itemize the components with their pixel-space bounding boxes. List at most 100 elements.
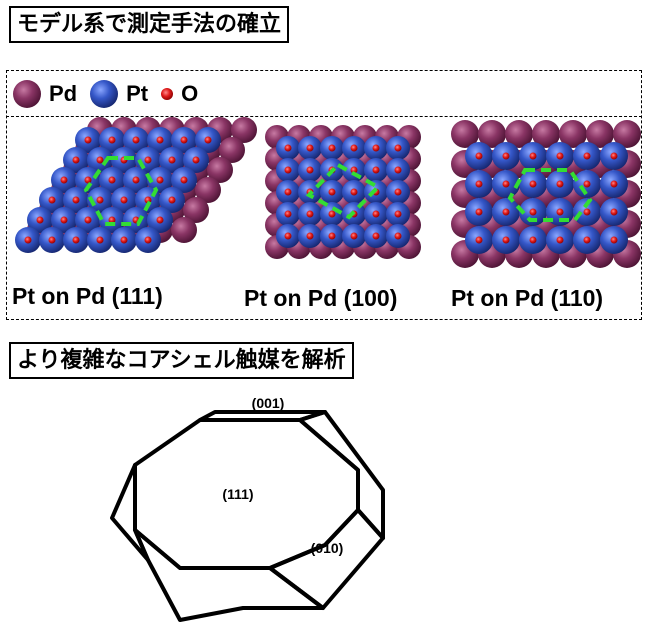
o-atom [583, 236, 591, 244]
o-atom [475, 208, 483, 216]
pd-atom [195, 177, 221, 203]
caption-pt-on-pd-100: Pt on Pd (100) [244, 285, 398, 311]
o-atom [192, 156, 200, 164]
o-atom [132, 136, 140, 144]
o-atom [132, 176, 140, 184]
o-atom [350, 166, 358, 174]
legend-label-pd: Pd [49, 81, 78, 106]
o-atom [204, 136, 212, 144]
o-atom [156, 136, 164, 144]
o-atom [583, 152, 591, 160]
o-atom [529, 208, 537, 216]
o-atom [610, 236, 618, 244]
o-atom [529, 152, 537, 160]
o-atom [144, 236, 152, 244]
o-atom [108, 136, 116, 144]
particle-outline [110, 410, 385, 622]
o-atom [394, 166, 402, 174]
legend-divider [6, 116, 642, 117]
o-atom-icon [161, 88, 174, 100]
o-atom [156, 176, 164, 184]
o-atom [556, 208, 564, 216]
o-atom [610, 180, 618, 188]
o-atom [394, 210, 402, 218]
o-atom [475, 180, 483, 188]
hexagon-highlight-110 [507, 168, 593, 222]
legend-label-o: O [181, 81, 199, 106]
o-atom [610, 208, 618, 216]
rhombus-highlight [305, 162, 382, 220]
pd-atom [207, 157, 233, 183]
o-atom [60, 216, 68, 224]
o-atom [306, 144, 314, 152]
surface-100-model [265, 125, 421, 259]
o-atom [372, 166, 380, 174]
o-atom [350, 144, 358, 152]
o-atom [24, 236, 32, 244]
o-atom [96, 236, 104, 244]
o-atom [394, 232, 402, 240]
pd-atom [532, 120, 560, 148]
pt-sphere-icon [90, 80, 119, 108]
o-atom [168, 156, 176, 164]
o-atom [96, 156, 104, 164]
o-atom [120, 196, 128, 204]
o-atom [284, 144, 292, 152]
o-atom [48, 196, 56, 204]
o-atom [372, 210, 380, 218]
o-atom [284, 166, 292, 174]
o-atom [96, 196, 104, 204]
o-atom [72, 236, 80, 244]
o-atom [372, 144, 380, 152]
facet-label-010: (010) [311, 540, 344, 556]
o-atom [60, 176, 68, 184]
atom-legend: Pd Pt O [12, 76, 210, 112]
o-atom [156, 216, 164, 224]
pd-atom [219, 137, 245, 163]
pd-sphere-icon [13, 80, 41, 108]
section-title-model: モデル系で測定手法の確立 [9, 6, 290, 43]
o-atom [168, 196, 176, 204]
o-atom [502, 208, 510, 216]
o-atom [72, 156, 80, 164]
o-atom [475, 236, 483, 244]
o-atom [84, 136, 92, 144]
facet-label-001: (001) [252, 395, 285, 411]
pd-atom [586, 120, 614, 148]
section-title-core-shell: より複雑なコアシェル触媒を解析 [9, 342, 354, 379]
o-atom [108, 216, 116, 224]
o-atom [48, 236, 56, 244]
o-atom [583, 208, 591, 216]
o-atom [284, 210, 292, 218]
hexagon-highlight [83, 156, 159, 226]
model-systems-frame [6, 70, 642, 320]
o-atom [180, 176, 188, 184]
pd-atom [613, 120, 641, 148]
o-atom [306, 232, 314, 240]
o-atom [328, 188, 336, 196]
o-atom [556, 180, 564, 188]
o-atom [180, 136, 188, 144]
surface-110-model [451, 120, 641, 268]
o-atom [502, 236, 510, 244]
o-atom [328, 232, 336, 240]
o-atom [372, 232, 380, 240]
pd-atom [505, 120, 533, 148]
o-atom [556, 152, 564, 160]
o-atom [394, 188, 402, 196]
pd-atom [231, 117, 257, 143]
o-atom [108, 176, 116, 184]
pd-atom [478, 120, 506, 148]
caption-pt-on-pd-110: Pt on Pd (110) [451, 285, 604, 311]
o-atom [284, 232, 292, 240]
o-atom [328, 210, 336, 218]
o-atom [120, 236, 128, 244]
o-atom [144, 156, 152, 164]
o-atom [306, 210, 314, 218]
pd-atom [171, 217, 197, 243]
facet-label-111: (111) [222, 486, 253, 502]
o-atom [36, 216, 44, 224]
o-atom [284, 188, 292, 196]
o-atom [328, 144, 336, 152]
